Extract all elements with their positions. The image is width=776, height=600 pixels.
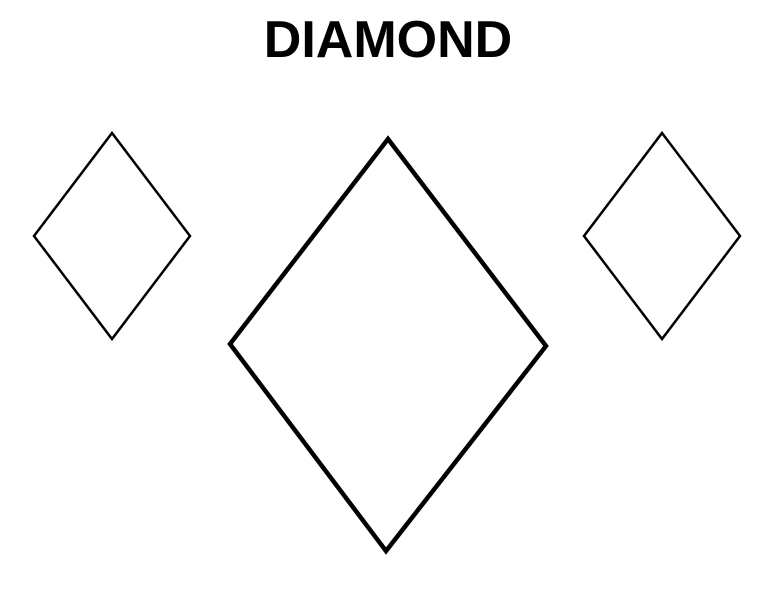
right-diamond: [582, 130, 742, 342]
left-diamond: [32, 130, 192, 342]
center-diamond: [227, 135, 549, 555]
page-title: DIAMOND: [263, 11, 513, 69]
